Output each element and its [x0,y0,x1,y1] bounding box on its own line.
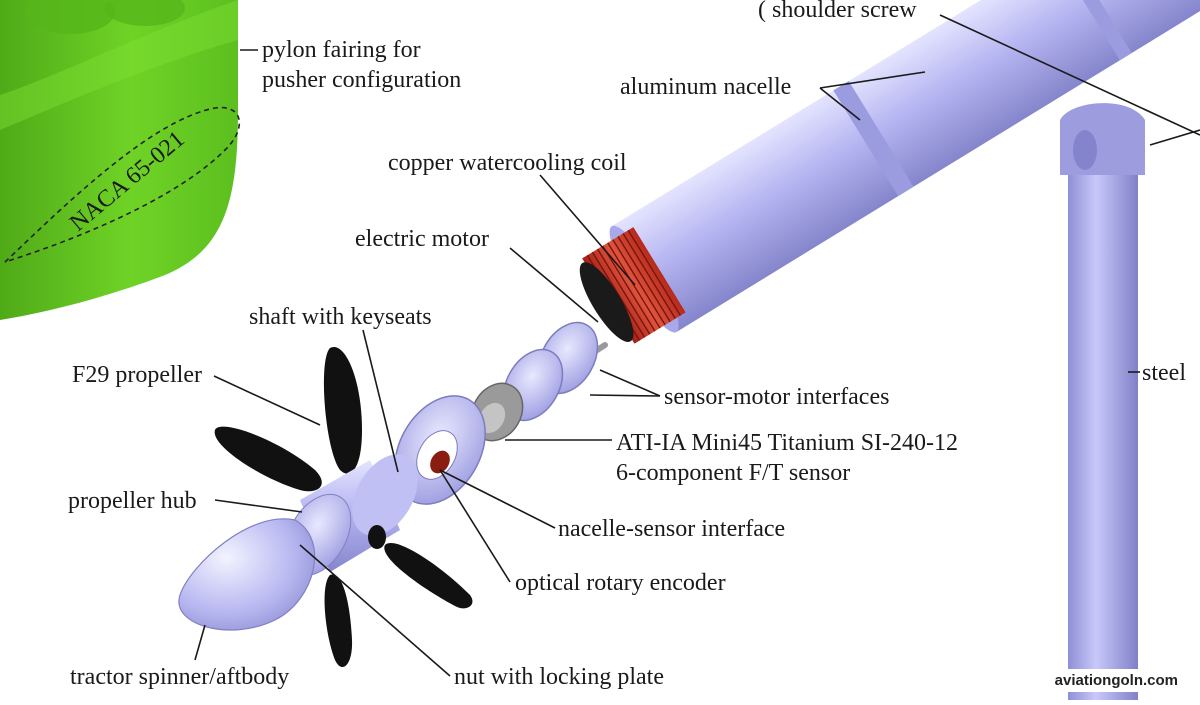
label-optical-encoder: optical rotary encoder [515,570,726,596]
naca-airfoil-outline [4,106,240,263]
label-f29-propeller: F29 propeller [72,362,202,388]
label-shoulder-screw: ( shoulder screw [758,0,917,23]
electric-motor [579,262,634,342]
label-shaft: shaft with keyseats [249,304,432,330]
label-electric-motor: electric motor [355,226,489,252]
tractor-spinner [178,518,316,631]
f29-propeller [214,346,473,668]
aluminum-nacelle [579,0,1200,344]
label-pylon-fairing-line2: pusher configuration [262,67,461,93]
label-copper-coil: copper watercooling coil [388,150,627,176]
label-steel: steel [1142,360,1186,386]
leader-lines [194,14,1200,677]
label-tractor-spinner: tractor spinner/aftbody [70,664,289,690]
labels: ( shoulder screw pylon fairing for pushe… [68,0,1186,690]
watermark: aviationgoln.com [1046,669,1186,692]
label-propeller-hub: propeller hub [68,488,197,514]
label-ati-sensor-line1: ATI-IA Mini45 Titanium SI-240-12 [616,430,958,456]
label-nut-locking-plate: nut with locking plate [454,664,664,690]
label-nacelle-sensor-interface: nacelle-sensor interface [558,516,785,542]
label-ati-sensor-line2: 6-component F/T sensor [616,460,850,486]
label-sensor-motor-interfaces: sensor-motor interfaces [664,384,889,410]
label-aluminum-nacelle: aluminum nacelle [620,74,791,100]
pylon-fairing: NACA 65-021 [0,0,240,320]
optical-rotary-encoder [430,450,450,474]
steel-pylon [1060,103,1145,705]
label-pylon-fairing-line1: pylon fairing for [262,37,421,63]
sensor-motor-interface-discs [502,321,599,422]
